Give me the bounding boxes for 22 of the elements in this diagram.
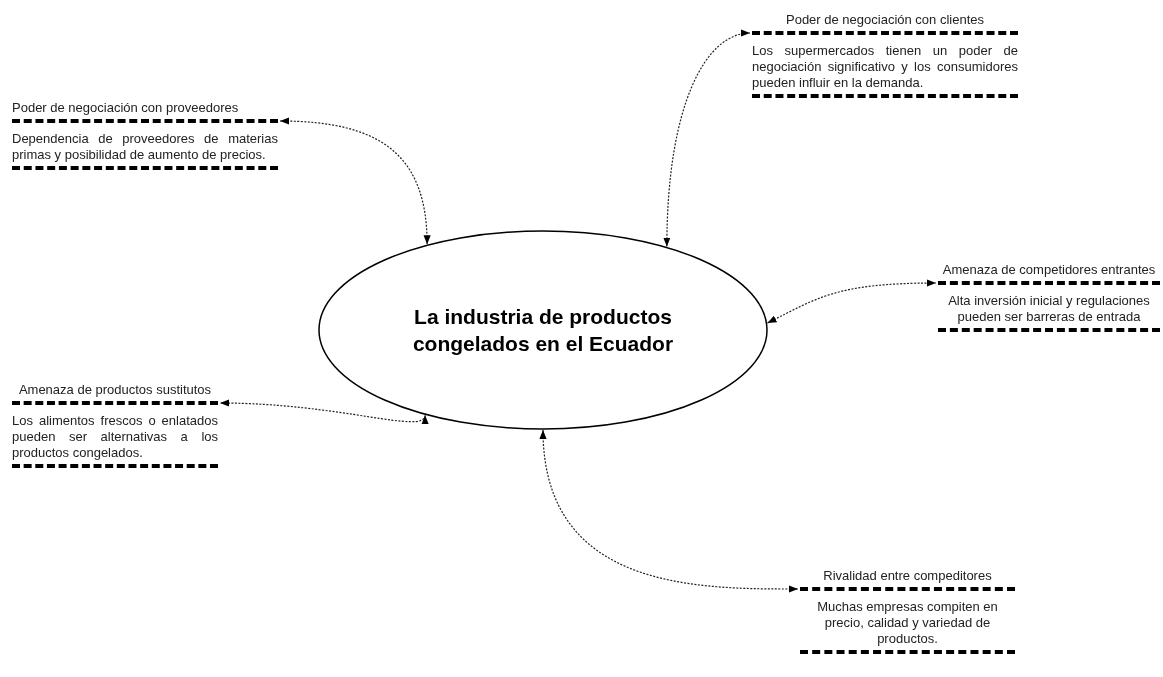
- force-block: [12, 100, 278, 170]
- block-heading: Rivalidad entre compeditores: [822, 568, 993, 584]
- block-heading: Poder de negociación con proveedores: [12, 100, 240, 116]
- double-headed-arrow: [663, 30, 751, 248]
- block-heading: Poder de negociación con clientes: [785, 12, 985, 28]
- force-block: [938, 262, 1160, 332]
- block-description: Los alimentos frescos o enlatados pueden ser alternativas a los productos congelados.: [12, 413, 218, 461]
- force-block: [800, 568, 1015, 654]
- block-description: Muchas empresas compiten en precio, calidad y variedad de productos.: [816, 599, 999, 647]
- central-ellipse: [318, 230, 768, 430]
- central-title: La industria de productos congelados en el Ecuador: [411, 304, 675, 357]
- double-headed-arrow: [219, 399, 426, 425]
- force-block: [12, 382, 218, 468]
- block-heading: Amenaza de productos sustitutos: [17, 382, 213, 398]
- block-description: Los supermercados tienen un poder de negociación significativo y los consumidores pueden influir en la demanda.: [752, 43, 1018, 91]
- block-heading: Amenaza de competidores entrantes: [941, 262, 1157, 278]
- block-description: Dependencia de proveedores de materias primas y posibilidad de aumento de precios.: [12, 131, 278, 163]
- double-headed-arrow: [279, 117, 431, 245]
- block-description: Alta inversión inicial y regulaciones pueden ser barreras de entrada: [947, 293, 1151, 325]
- double-headed-arrow: [540, 429, 799, 593]
- double-headed-arrow: [766, 279, 937, 324]
- force-block: [752, 12, 1018, 98]
